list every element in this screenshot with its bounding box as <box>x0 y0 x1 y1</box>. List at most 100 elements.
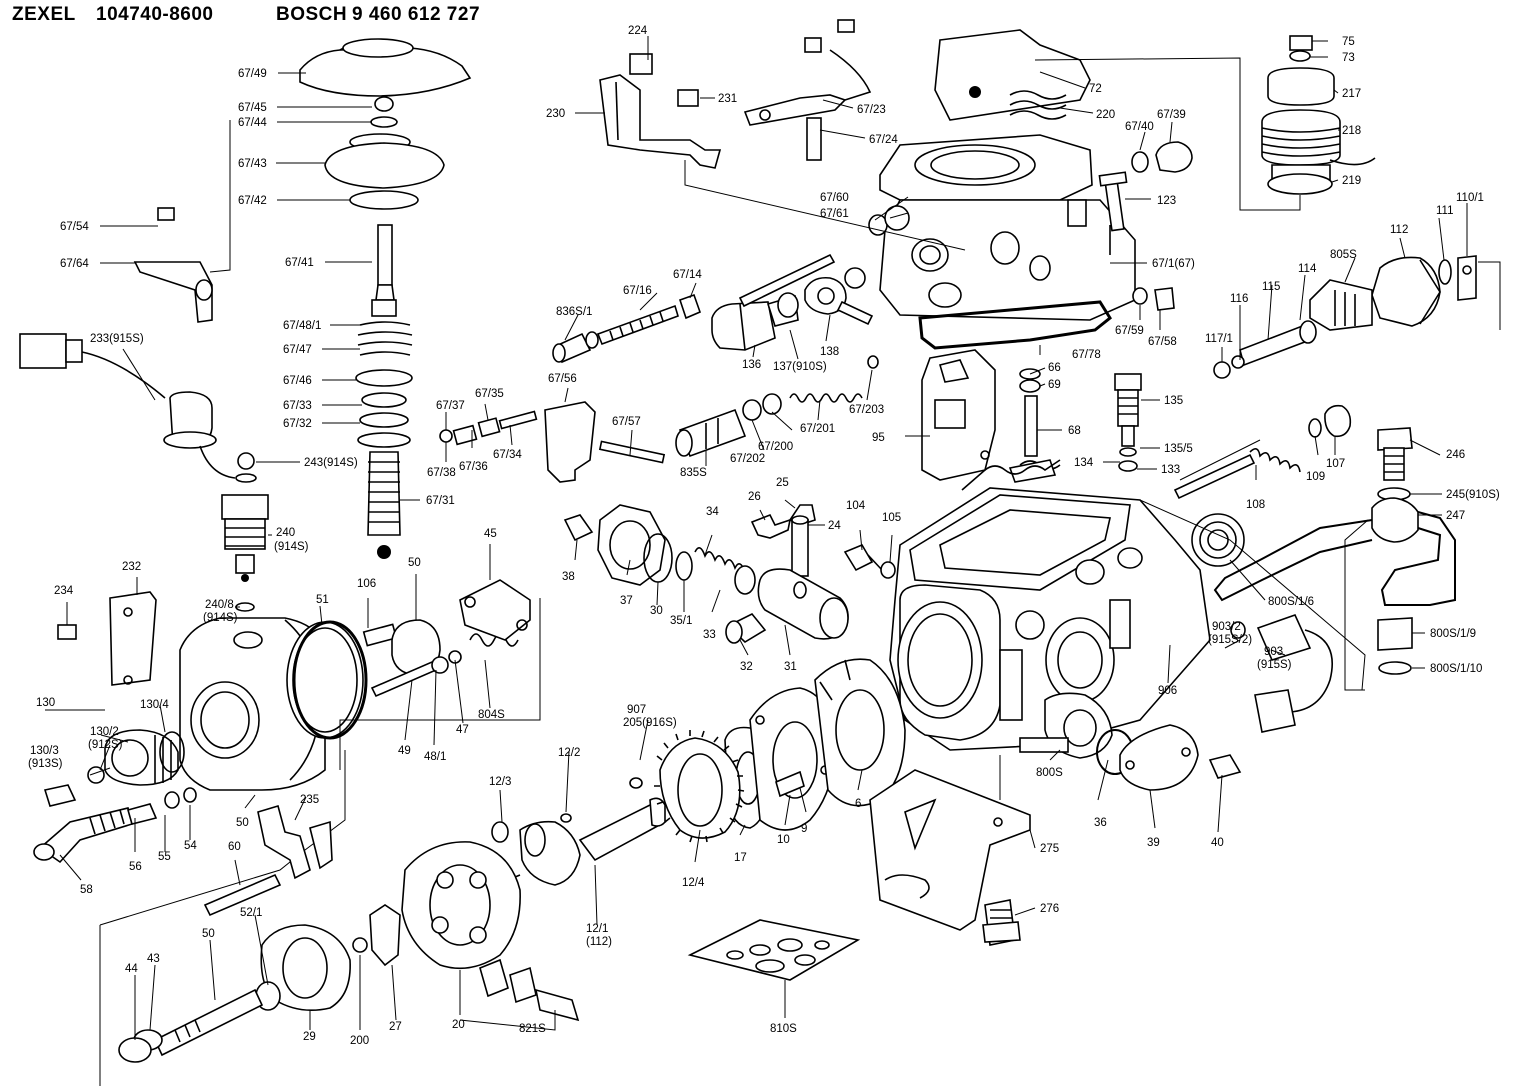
callout-label: 835S <box>680 467 707 479</box>
timer-assembly-31 <box>563 504 849 644</box>
center-parts-50 <box>292 579 541 770</box>
callout-label: 75 <box>1342 36 1355 48</box>
callout-label: 130 <box>36 697 55 709</box>
spring-67-201 <box>675 355 879 458</box>
callout-label: 50 <box>202 928 215 940</box>
callout-label: 135/5 <box>1164 443 1193 455</box>
callout-label: 138 <box>820 346 839 358</box>
callout-label: 17 <box>734 852 747 864</box>
callout-label: (112) <box>586 936 612 948</box>
callout-label: 67/35 <box>475 388 504 400</box>
callout-label: 108 <box>1246 499 1265 511</box>
callout-label: 67/16 <box>623 285 652 297</box>
zexel-part-number: 104740-8600 <box>96 4 214 25</box>
callout-label: 805S <box>1330 249 1357 261</box>
callout-label: 109 <box>1306 471 1325 483</box>
callout-label: 67/60 <box>820 192 849 204</box>
plug-67-58 <box>1132 287 1175 311</box>
callout-label: 56 <box>129 861 142 873</box>
callout-label: 110/1 <box>1456 192 1484 204</box>
callout-label: 235 <box>300 794 319 806</box>
callout-label: 906 <box>1158 685 1177 697</box>
callout-label: 67/49 <box>238 68 267 80</box>
callout-label: 67/54 <box>60 221 89 233</box>
callout-label: 38 <box>562 571 575 583</box>
callout-label: 51 <box>316 594 329 606</box>
callout-label: 240 <box>276 527 295 539</box>
cover-39 <box>1096 724 1242 791</box>
gear-12-4 <box>654 730 745 843</box>
main-pump-housing <box>889 459 1211 759</box>
callout-label: 137(910S) <box>773 361 827 373</box>
callout-label: 67/24 <box>869 134 898 146</box>
callout-label: 67/42 <box>238 195 267 207</box>
callout-label: 52/1 <box>240 907 262 919</box>
bracket-67-64 <box>133 207 213 323</box>
drive-shaft-12-1 <box>491 777 667 886</box>
callout-label: 67/56 <box>548 373 577 385</box>
callout-label: 903/2 <box>1212 621 1241 633</box>
callout-label: 73 <box>1342 52 1355 64</box>
callout-label: 217 <box>1342 88 1361 100</box>
callout-label: 27 <box>389 1021 402 1033</box>
callout-label: 67/59 <box>1115 325 1144 337</box>
callout-label: 67/34 <box>493 449 522 461</box>
callout-label: 67/41 <box>285 257 314 269</box>
callout-label: 67/203 <box>849 404 884 416</box>
callout-label: 112 <box>1390 224 1408 236</box>
callout-label: (913S) <box>28 758 63 770</box>
callout-label: 218 <box>1342 125 1361 137</box>
callout-label: 36 <box>1094 817 1107 829</box>
connector-233 <box>19 333 236 479</box>
solenoid-240 <box>221 452 269 612</box>
callout-label: 37 <box>620 595 633 607</box>
callout-label: 44 <box>125 963 138 975</box>
callout-label: 67/200 <box>758 441 793 453</box>
hydraulic-head-housing <box>179 617 364 791</box>
gasket-kit-810s <box>687 919 861 981</box>
callout-label: 836S/1 <box>556 306 592 318</box>
callout-label: 800S <box>1036 767 1063 779</box>
leader-lines <box>45 36 1468 1040</box>
callout-label: 67/40 <box>1125 121 1154 133</box>
lever-24 <box>750 504 816 577</box>
callout-label: 67/58 <box>1148 336 1177 348</box>
solenoid-stack-217 <box>1261 35 1376 195</box>
callout-label: 66 <box>1048 362 1061 374</box>
callout-label: 800S/1/10 <box>1430 663 1482 675</box>
callout-labels: 224 231 230 67/23 67/24 72 220 67/40 67/… <box>28 25 1500 1047</box>
callout-label: 821S <box>519 1023 546 1035</box>
plug-67-39 <box>1131 141 1193 173</box>
callout-label: 133 <box>1161 464 1180 476</box>
callout-label: 135 <box>1164 395 1183 407</box>
callout-label: 275 <box>1040 843 1059 855</box>
bracket-232 <box>57 591 157 686</box>
callout-label: 67/57 <box>612 416 641 428</box>
bosch-part-number: 9 460 612 727 <box>352 4 481 25</box>
callout-label: 20 <box>452 1019 465 1031</box>
callout-label: 95 <box>872 432 885 444</box>
callout-label: 12/1 <box>586 923 608 935</box>
callout-label: 35/1 <box>670 615 692 627</box>
callout-label: 12/2 <box>558 747 580 759</box>
callout-label: 240/8 <box>205 599 234 611</box>
callout-label: 55 <box>158 851 171 863</box>
seal-800s-1-6 <box>1191 513 1245 567</box>
callout-label: (915S) <box>1257 659 1292 671</box>
callout-label: 30 <box>650 605 663 617</box>
plunger-68 <box>1008 368 1061 483</box>
bracket-275 <box>869 755 1031 946</box>
callout-label: 34 <box>706 506 719 518</box>
callout-label: 130/3 <box>30 745 59 757</box>
banjo-bolt-246 <box>1213 427 1456 691</box>
callout-label: 200 <box>350 1035 369 1047</box>
callout-label: 24 <box>828 520 841 532</box>
callout-label: 67/201 <box>800 423 835 435</box>
adjusting-screw-67-16 <box>552 293 702 364</box>
maker-label: ZEXEL <box>12 4 76 25</box>
callout-label: 67/78 <box>1072 349 1101 361</box>
callout-label: 33 <box>703 629 716 641</box>
callout-label: 111 <box>1436 205 1453 217</box>
callout-label: 67/46 <box>283 375 312 387</box>
